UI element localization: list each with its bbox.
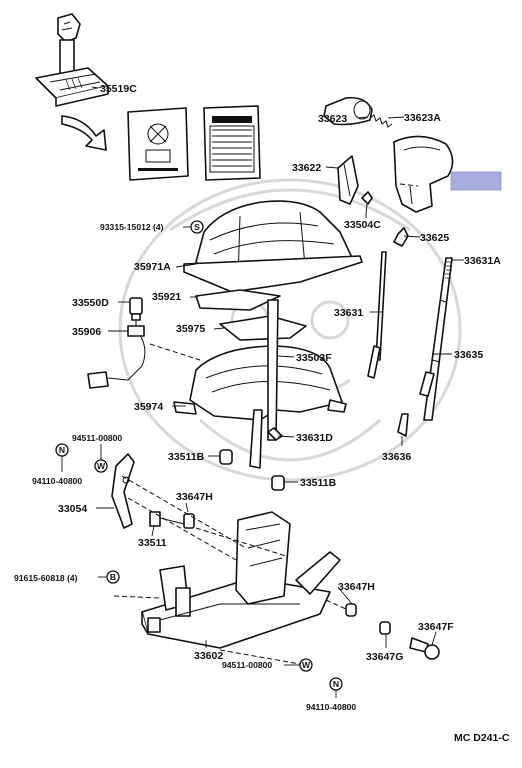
shift-lever-link (111, 453, 135, 529)
highlight-box (450, 171, 502, 191)
label-93315-15012: 93315-15012 (4) (100, 222, 164, 232)
symbol-s: S (190, 220, 204, 234)
shift-lever-base-plate (141, 511, 341, 649)
bushing-right (271, 475, 285, 491)
label-91615-60818: 91615-60818 (4) (14, 573, 78, 583)
symbol-b: B (106, 570, 120, 584)
symbol-n-lower: N (329, 677, 343, 691)
label-94110-40800-lower: 94110-40800 (306, 702, 356, 712)
svg-text:N: N (333, 679, 339, 689)
label-33504C: 33504C (344, 219, 381, 231)
svg-text:B: B (110, 572, 116, 582)
label-33511B-left: 33511B (168, 451, 205, 463)
part-labels: 35519C 33623 33623A 33622 33504C 33625 3… (14, 83, 510, 744)
bushing-g (379, 621, 391, 635)
indicator-bulb (129, 297, 143, 321)
rod-clip (397, 413, 409, 437)
caution-label-plate-left (127, 107, 189, 181)
label-33647G: 33647G (366, 651, 403, 663)
label-33635: 33635 (454, 349, 483, 361)
label-35975: 35975 (176, 323, 205, 335)
label-33631D: 33631D (296, 432, 333, 444)
label-33550D: 33550D (72, 297, 109, 309)
label-33054: 33054 (58, 503, 87, 515)
shift-knob (393, 135, 454, 213)
knob-screw (361, 191, 373, 215)
slide-plate-lower (219, 315, 307, 341)
label-33503F: 33503F (296, 352, 332, 364)
label-35906: 35906 (72, 326, 101, 338)
caution-label-plate-right (203, 105, 261, 181)
direction-arrow (61, 115, 107, 151)
label-33511B-right: 33511B (300, 477, 337, 489)
label-33623A: 33623A (404, 112, 441, 124)
lock-pin (393, 227, 409, 247)
slide-plate-upper (195, 289, 281, 311)
lever-bushing (183, 513, 195, 529)
guide-lines (113, 183, 419, 665)
label-94110-40800-upper: 94110-40800 (32, 476, 82, 486)
symbol-w-upper: W (94, 459, 108, 473)
label-33625: 33625 (420, 232, 449, 244)
leader-lines (61, 116, 464, 698)
label-35971A: 35971A (134, 261, 171, 273)
knob-cover (337, 155, 359, 205)
label-35519C: 35519C (100, 83, 137, 95)
label-94511-00800-lower: 94511-00800 (222, 660, 272, 670)
svg-text:W: W (302, 660, 311, 670)
shift-lever-rod (367, 251, 387, 379)
svg-text:W: W (97, 461, 106, 471)
svg-text:N: N (59, 445, 65, 455)
bushing-left (219, 449, 233, 465)
indicator-wire-harness (87, 320, 146, 389)
label-35974: 35974 (134, 401, 163, 413)
label-33647H-lower: 33647H (338, 581, 375, 593)
shift-console-illustration (35, 13, 109, 107)
lever-bolt (149, 511, 185, 527)
symbol-w-lower: W (299, 658, 313, 672)
label-33511: 33511 (138, 537, 167, 549)
label-33631A: 33631A (464, 255, 501, 267)
small-bushing (345, 603, 357, 617)
pin-f (409, 637, 440, 660)
label-35921: 35921 (152, 291, 181, 303)
label-33647H-upper: 33647H (176, 491, 213, 503)
knob-spring (369, 114, 393, 128)
position-indicator-housing (183, 200, 363, 293)
svg-text:S: S (194, 222, 200, 232)
label-33631: 33631 (334, 307, 363, 319)
lever-sub-assembly (419, 257, 453, 421)
label-33602: 33602 (194, 650, 223, 662)
label-33647F: 33647F (418, 621, 454, 633)
label-33636: 33636 (382, 451, 411, 463)
symbol-n-upper: N (55, 443, 69, 457)
label-33622: 33622 (292, 162, 321, 174)
label-94511-00800-upper: 94511-00800 (72, 433, 122, 443)
lower-housing (173, 345, 347, 421)
diagram-code: MC D241-C (454, 732, 510, 744)
label-33623: 33623 (318, 113, 347, 125)
